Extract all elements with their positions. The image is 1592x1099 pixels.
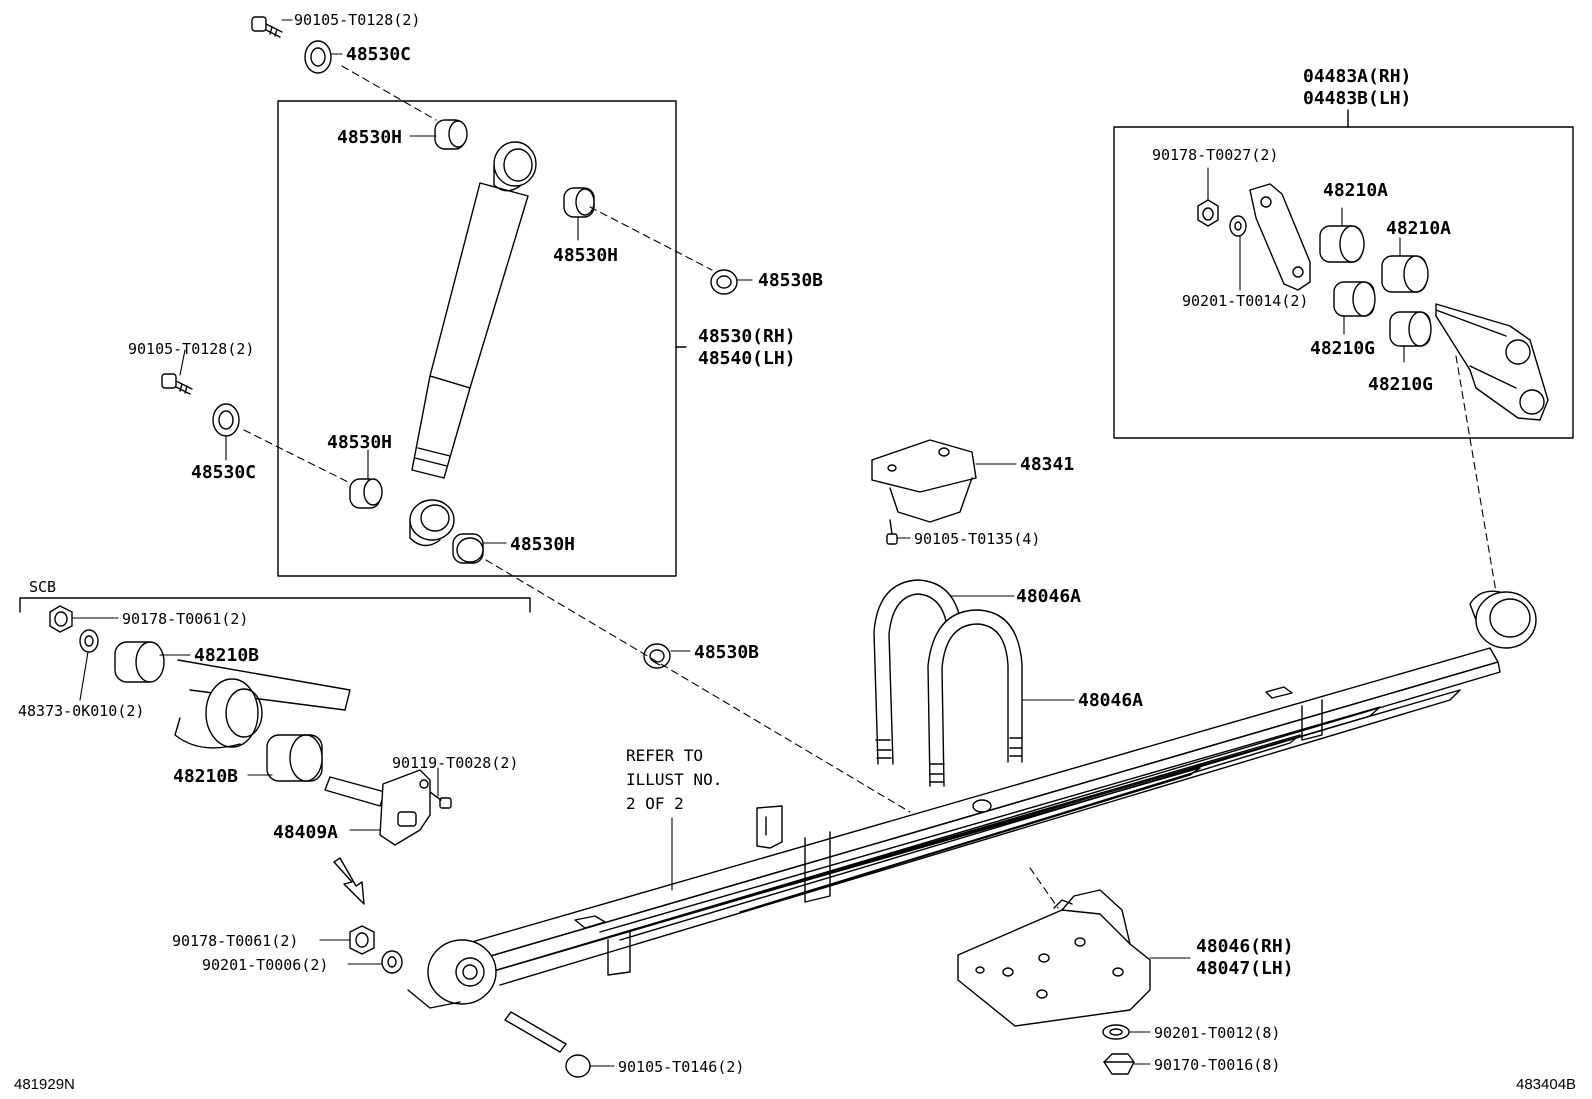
drawing-id-left: 481929N — [14, 1076, 75, 1093]
bolt-90105-t0135 — [886, 519, 898, 545]
label-48530b-right: 48530B — [758, 270, 824, 291]
label-90201-t0014: 90201-T0014(2) — [1182, 292, 1309, 310]
shackle-plate-right — [1435, 303, 1549, 421]
label-48530c-left: 48530C — [191, 462, 257, 483]
label-48046-rh: 48046(RH) — [1196, 936, 1294, 957]
label-48530b-lower: 48530B — [694, 642, 760, 663]
nut-90178-t0061-bottom — [349, 925, 375, 955]
label-04483a-rh: 04483A(RH) — [1303, 66, 1412, 87]
washer-48373-0k010 — [79, 629, 99, 653]
washer-90201-t0006 — [381, 950, 403, 974]
bolt-90105-t0128-top — [251, 16, 283, 38]
label-48409a: 48409A — [273, 822, 339, 843]
bushing-48210b-upper — [114, 641, 165, 683]
label-48530h-right: 48530H — [553, 245, 619, 266]
label-48530c-top: 48530C — [346, 44, 412, 65]
bushing-48530h-lower — [349, 478, 383, 509]
washer-48530b-lower — [643, 643, 671, 669]
washer-48530c-top — [304, 40, 332, 74]
label-04483b-lh: 04483B(LH) — [1303, 88, 1412, 109]
label-48210g-2: 48210G — [1368, 374, 1434, 395]
bushing-48530h-upper — [434, 119, 468, 150]
leaf-spring — [407, 590, 1537, 1009]
label-refer-line-1: REFER TO — [626, 746, 704, 765]
label-90178-t0027: 90178-T0027(2) — [1152, 146, 1279, 164]
bushing-48210g-2 — [1389, 311, 1432, 347]
washer-90201-t0014 — [1229, 215, 1247, 237]
label-48046a-upper: 48046A — [1016, 586, 1082, 607]
label-48210g-1: 48210G — [1310, 338, 1376, 359]
nut-90178-t0027 — [1197, 199, 1219, 227]
bump-stop-48341 — [871, 439, 977, 523]
u-bolt-48046a-front — [927, 609, 1023, 787]
label-90105-t0135: 90105-T0135(4) — [914, 530, 1041, 548]
shackle-kit-box — [1113, 126, 1574, 439]
direction-arrow — [333, 857, 365, 905]
label-48210b-upper: 48210B — [194, 645, 260, 666]
label-48341: 48341 — [1020, 454, 1075, 475]
label-90170-t0016: 90170-T0016(8) — [1154, 1056, 1281, 1074]
label-48530-rh: 48530(RH) — [698, 326, 796, 347]
nut-90178-t0061-top — [49, 605, 73, 633]
label-48046a-lower: 48046A — [1078, 690, 1144, 711]
label-48530h-bottom: 48530H — [510, 534, 576, 555]
bolt-90105-t0146 — [504, 1011, 591, 1078]
label-90178-t0061-bottom: 90178-T0061(2) — [172, 932, 299, 950]
bushing-48210a-2 — [1381, 255, 1429, 293]
label-90105-t0146: 90105-T0146(2) — [618, 1058, 745, 1076]
label-90201-t0006: 90201-T0006(2) — [202, 956, 329, 974]
shackle-plate-left — [1249, 183, 1311, 291]
label-48530h-upper: 48530H — [337, 127, 403, 148]
label-90105-t0128-left: 90105-T0128(2) — [128, 340, 255, 358]
bushing-48530h-bottom — [452, 533, 484, 564]
label-48210a-1: 48210A — [1323, 180, 1389, 201]
label-90105-t0128-top: 90105-T0128(2) — [294, 11, 421, 29]
label-refer-line-3: 2 OF 2 — [626, 794, 684, 813]
bolt-90105-t0128-left — [161, 373, 193, 395]
washer-48530c-left — [212, 403, 240, 437]
label-48047-lh: 48047(LH) — [1196, 958, 1294, 979]
label-refer-line-2: ILLUST NO. — [626, 770, 723, 789]
label-90178-t0061-top: 90178-T0061(2) — [122, 610, 249, 628]
bushing-48210g-1 — [1333, 281, 1376, 317]
spring-seat-48046 — [957, 889, 1151, 1027]
shock-absorber — [409, 141, 537, 547]
label-90119-t0028: 90119-T0028(2) — [392, 754, 519, 772]
label-48210a-2: 48210A — [1386, 218, 1452, 239]
label-90201-t0012: 90201-T0012(8) — [1154, 1024, 1281, 1042]
label-scb: SCB — [29, 578, 57, 596]
shock-absorber-group-box — [277, 100, 677, 577]
drawing-id-right: 483404B — [1516, 1076, 1577, 1093]
bushing-48210b-lower — [266, 734, 323, 782]
label-48373-0k010: 48373-0K010(2) — [18, 702, 145, 720]
bolt-90119-t0028 — [429, 791, 452, 809]
label-48540-lh: 48540(LH) — [698, 348, 796, 369]
bushing-48530h-right — [563, 187, 595, 218]
bushing-48210a-1 — [1319, 225, 1365, 263]
scb-bracket — [19, 597, 531, 613]
label-48210b-lower: 48210B — [173, 766, 239, 787]
nut-90170-t0016 — [1103, 1053, 1135, 1075]
front-eye-area — [174, 659, 351, 749]
label-48530h-lower: 48530H — [327, 432, 393, 453]
washer-48530b-right — [710, 269, 738, 295]
shackle-pin-48409a — [324, 769, 431, 846]
washer-90201-t0012 — [1102, 1024, 1130, 1040]
